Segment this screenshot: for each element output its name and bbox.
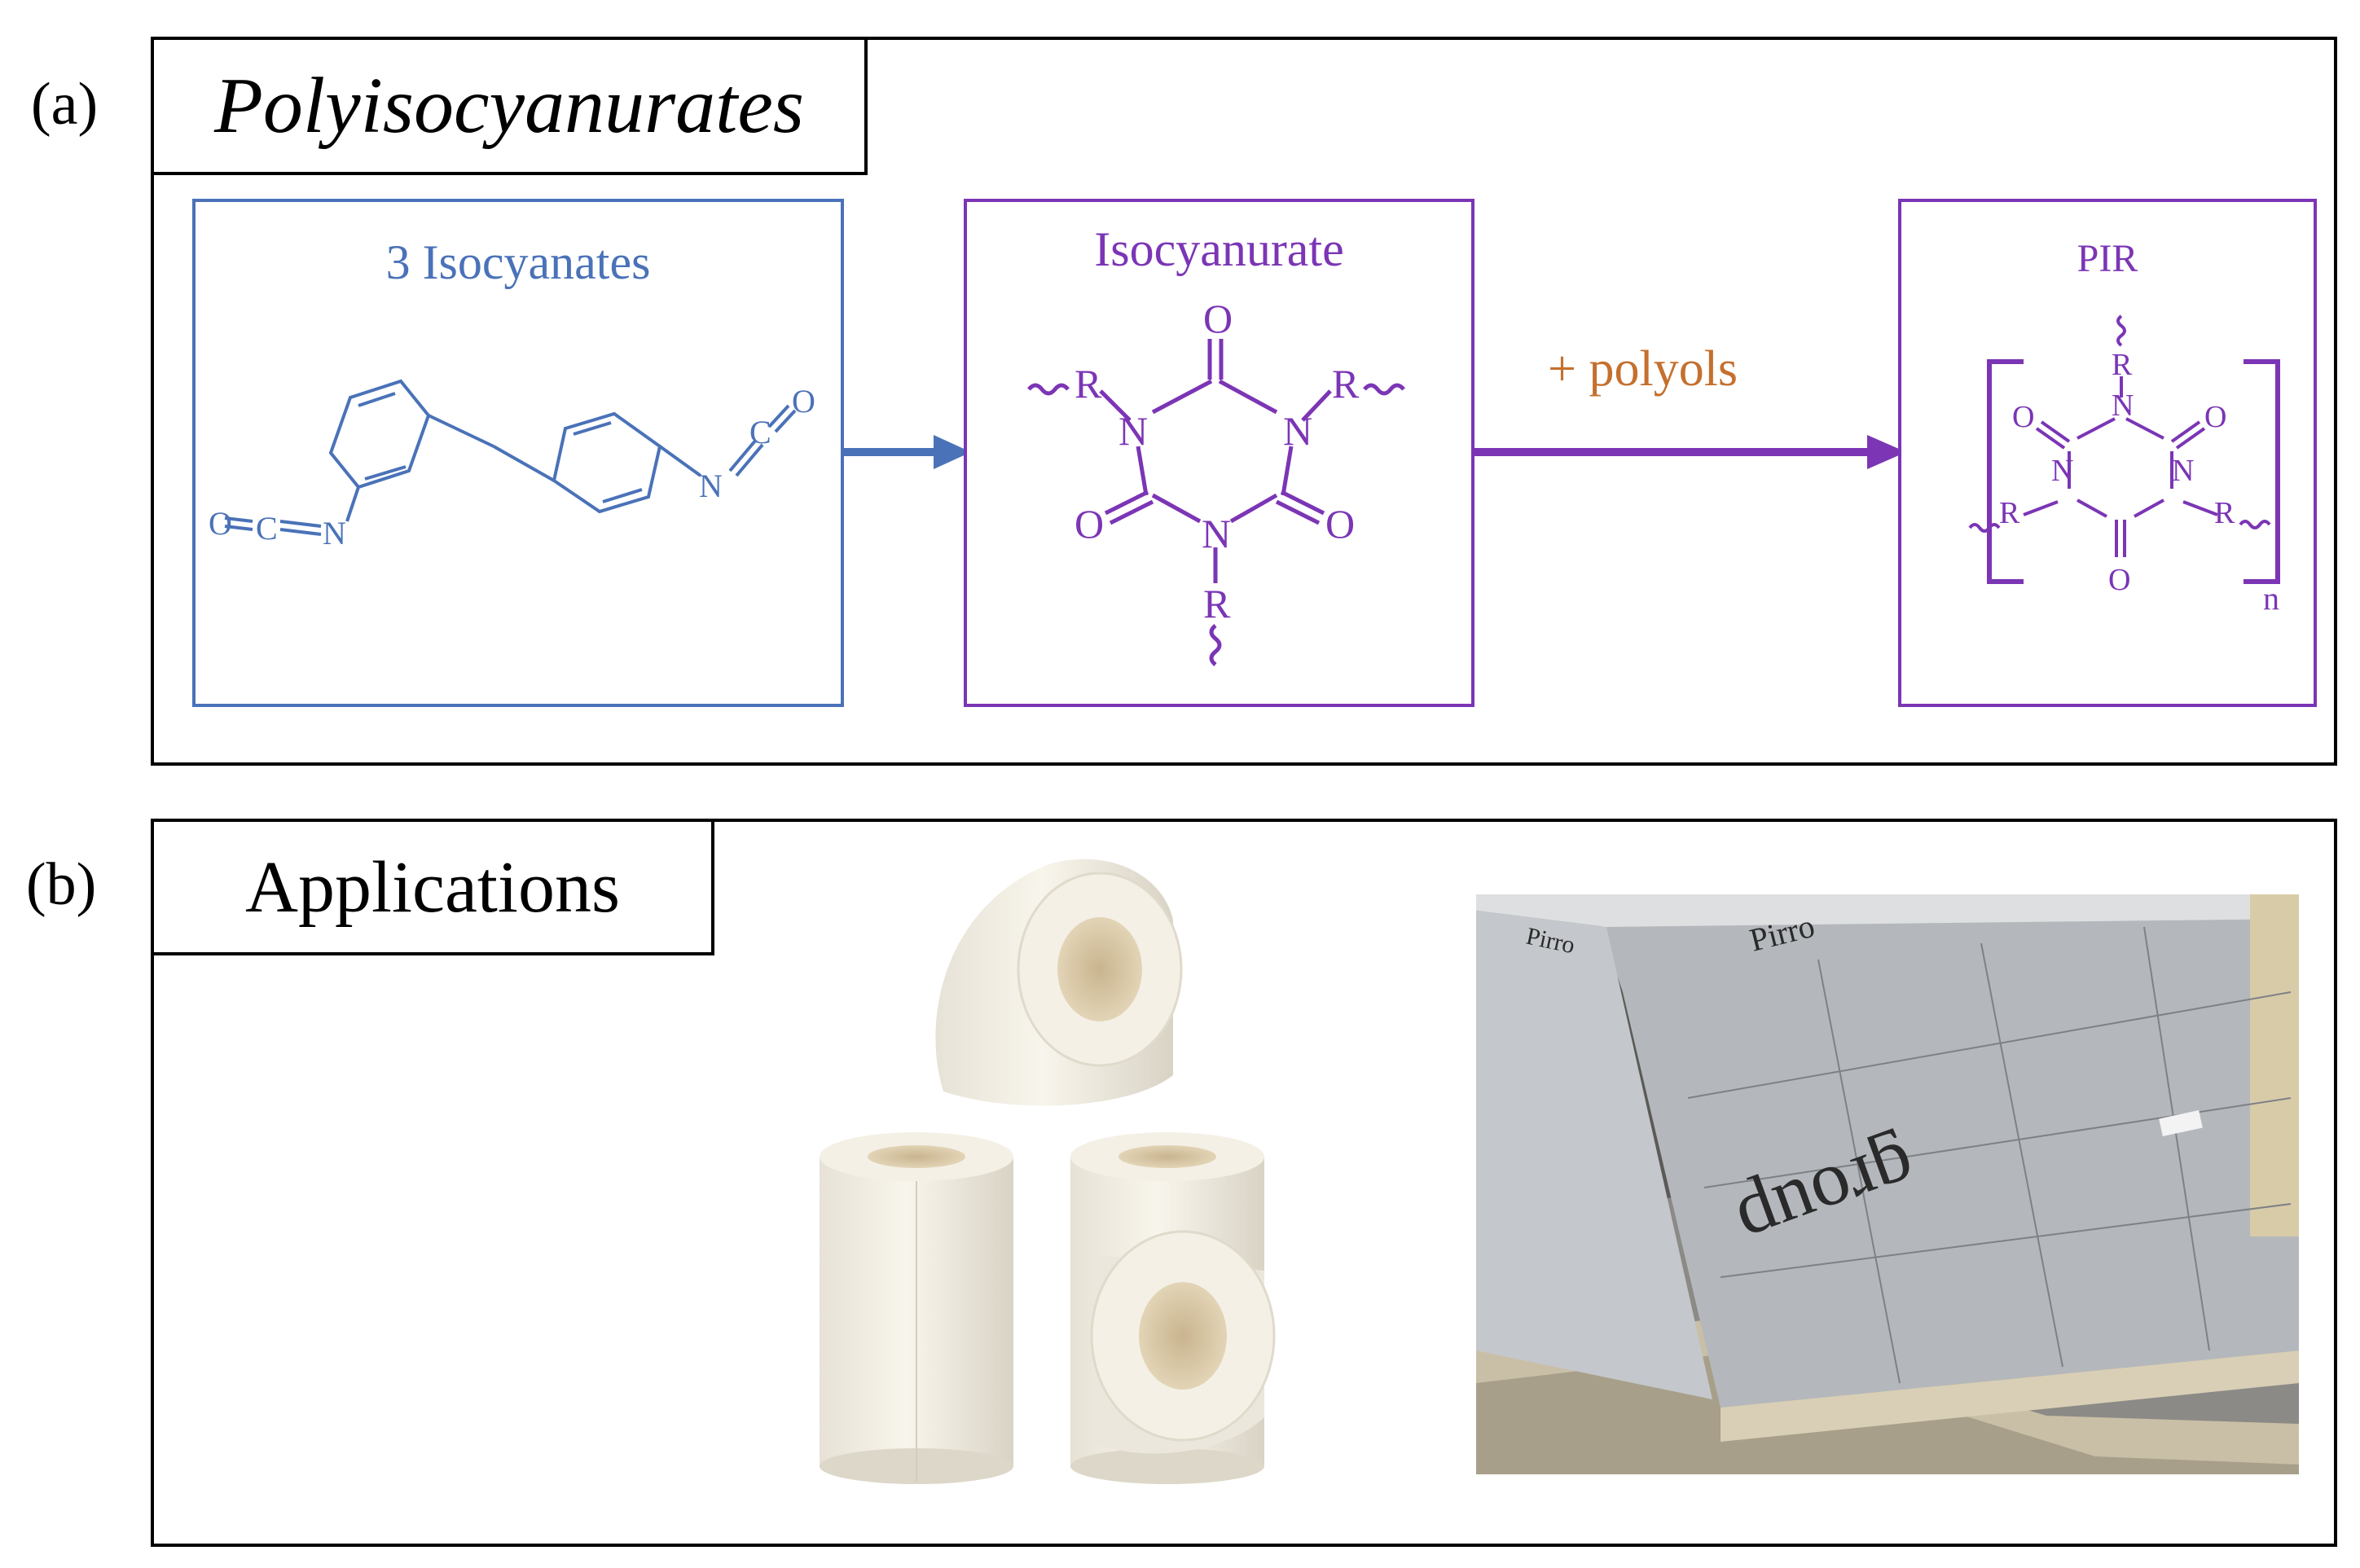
isocyanurate-box: Isocyanurate [964, 199, 1474, 707]
atom-n-right: N [2172, 454, 2194, 488]
panel-b-title: Applications [245, 846, 620, 928]
panel-a-letter: (a) [31, 71, 99, 138]
straight-pipe-section [820, 1132, 1013, 1484]
isocyanurate-structure: O N N N O O R R R [1027, 296, 1405, 666]
atom-n-right: N [699, 468, 723, 504]
atom-o-right: O [1325, 501, 1355, 547]
tee-fitting [1070, 1132, 1276, 1484]
arrow-to-isocyanurate [844, 435, 971, 469]
atom-n-right: N [1283, 408, 1312, 454]
atom-r-right: R [2214, 496, 2235, 530]
atom-o-top-right: O [2204, 400, 2226, 434]
arrow-to-pir [1474, 435, 1906, 469]
panel-a-frame [151, 37, 2337, 766]
atom-o-left: O [1075, 501, 1104, 547]
pir-label: PIR [2077, 237, 2138, 280]
atom-o-top-left: O [2012, 400, 2034, 434]
atom-c-right: C [749, 414, 771, 450]
atom-n-left: N [323, 515, 346, 551]
atom-r-left: R [1999, 496, 2020, 530]
mdi-structure: O C N N C O [209, 379, 815, 551]
atom-r-top: R [2112, 348, 2133, 382]
panel-a-title-box: Polyisocyanurates [151, 37, 868, 175]
panel-a-title: Polyisocyanurates [214, 62, 804, 150]
atom-o-bottom: O [2108, 563, 2130, 597]
atom-o-left: O [209, 505, 232, 542]
panel-b-letter: (b) [26, 851, 97, 918]
elbow-fitting [935, 859, 1183, 1106]
atom-o-right: O [792, 383, 815, 419]
isocyanates-label: 3 Isocyanates [385, 235, 651, 289]
panel-b-title-box: Applications [151, 819, 714, 955]
isocyanurate-label: Isocyanurate [1094, 222, 1344, 276]
pipe-insulation-image [820, 859, 1276, 1484]
atom-n-top: N [2112, 389, 2134, 423]
atom-n-left: N [2051, 454, 2073, 488]
atom-o-top: O [1203, 296, 1233, 341]
panel-b-frame [151, 819, 2337, 1547]
isocyanates-box: 3 Isocyanates [192, 199, 844, 707]
atom-n-bottom: N [1202, 511, 1231, 556]
atom-c-left: C [256, 510, 278, 547]
atom-n-left: N [1118, 408, 1148, 454]
insulation-boards-photo: Pirro Pirro dnoɹƃ [1476, 894, 2299, 1474]
atom-r-left: R [1075, 361, 1102, 406]
atom-r-right: R [1332, 361, 1360, 406]
pir-subscript-n: n [2263, 580, 2279, 617]
pir-box: PIR [1898, 199, 2317, 707]
pir-structure: N N N O O O R R R n [1968, 314, 2280, 617]
reagent-label: + polyols [1548, 341, 1738, 397]
atom-r-bottom: R [1203, 581, 1231, 626]
